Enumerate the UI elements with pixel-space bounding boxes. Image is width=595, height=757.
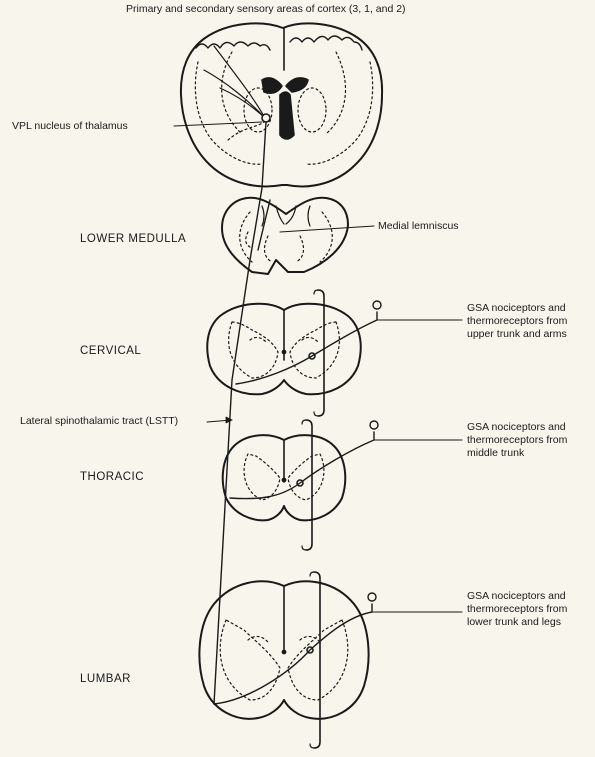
- level-lumbar-label: LUMBAR: [80, 673, 131, 685]
- lstt-label: Lateral spinothalamic tract (LSTT): [20, 415, 179, 427]
- thoracic-receptor-line-2: thermoreceptors from: [467, 434, 568, 446]
- cervical-receptor-line-2: thermoreceptors from: [467, 315, 568, 327]
- cervical-cord-section: [206, 289, 362, 417]
- lumbar-receptor-line-2: thermoreceptors from: [467, 603, 568, 615]
- leader-lines: [173, 121, 463, 613]
- medial-lemniscus-label: Medial lemniscus: [378, 220, 459, 232]
- thoracic-cord-section: [221, 419, 347, 551]
- lumbar-cord-section: [198, 571, 370, 749]
- cervical-receptor-label: GSA nociceptors and thermoreceptors from…: [467, 302, 567, 341]
- cervical-receptor-line-3: upper trunk and arms: [467, 328, 567, 340]
- level-thoracic-label: THORACIC: [80, 471, 145, 483]
- vpl-nucleus-label: VPL nucleus of thalamus: [12, 120, 128, 132]
- lower-medulla-section: [221, 196, 349, 275]
- cervical-receptor-icon: [372, 300, 382, 310]
- lumbar-receptor-icon: [367, 592, 377, 602]
- lumbar-receptor-line-3: lower trunk and legs: [467, 616, 561, 628]
- lstt-pathway: [213, 121, 378, 705]
- cervical-receptor-line-1: GSA nociceptors and: [467, 302, 566, 314]
- lumbar-receptor-label: GSA nociceptors and thermoreceptors from…: [467, 590, 567, 629]
- thoracic-receptor-line-3: middle trunk: [467, 447, 525, 459]
- diagram-title: Primary and secondary sensory areas of c…: [126, 3, 406, 15]
- level-medulla-label: LOWER MEDULLA: [80, 233, 187, 245]
- brain-coronal-section: [179, 22, 384, 188]
- thoracic-receptor-icon: [369, 420, 379, 430]
- thoracic-receptor-line-1: GSA nociceptors and: [467, 421, 566, 433]
- thoracic-receptor-label: GSA nociceptors and thermoreceptors from…: [467, 421, 567, 460]
- level-cervical-label: CERVICAL: [80, 345, 142, 357]
- lumbar-receptor-line-1: GSA nociceptors and: [467, 590, 566, 602]
